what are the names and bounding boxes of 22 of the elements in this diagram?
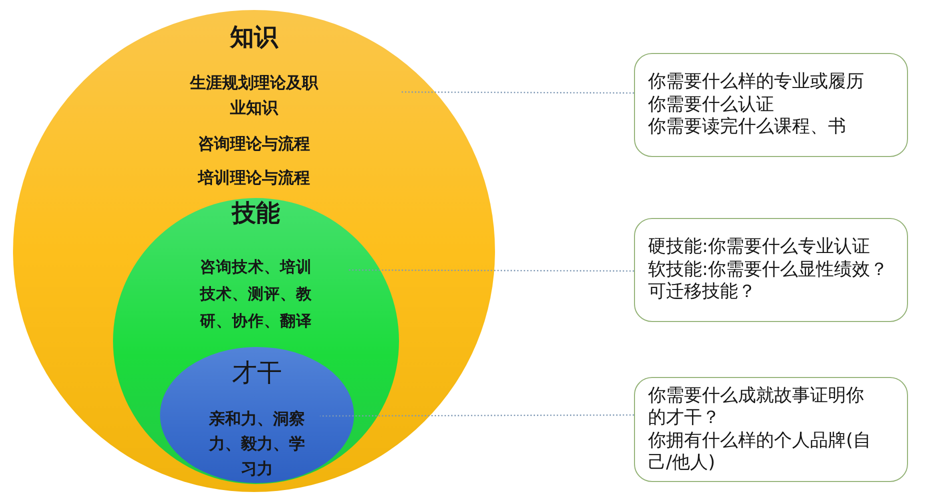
callout-text: 你需要什么样的专业或履历	[648, 71, 865, 94]
leader-line	[347, 269, 634, 272]
callout-text: 硬技能:你需要什么专业认证	[648, 236, 872, 259]
circle-heading: 知识	[228, 22, 280, 52]
leader-line	[400, 91, 634, 94]
leader-line	[320, 414, 634, 417]
callout-box	[634, 218, 908, 322]
circle-text: 生涯规划理论及职业知识	[188, 72, 320, 118]
circle-heading: 技能	[230, 199, 281, 227]
callout-text: 你需要什么认证	[648, 94, 775, 116]
callout-box	[634, 377, 908, 482]
callout-text: 可迁移技能？	[648, 281, 757, 304]
callout-text: 你需要读完什么课程、书	[648, 116, 847, 139]
circle-text: 咨询理论与流程	[197, 132, 311, 154]
circle-text: 亲和力、洞察力、毅力、学习力	[208, 408, 306, 480]
callout-text: 你拥有什么样的个人品牌(自己/他人)	[648, 430, 872, 474]
circle-text: 培训理论与流程	[196, 166, 311, 188]
callout-text: 软技能:你需要什么显性绩效？	[648, 258, 890, 282]
circle-heading: 才干	[231, 358, 283, 388]
circle-text: 咨询技术、培训技术、测评、教研、协作、翻译	[200, 257, 312, 332]
callout-text: 你需要什么成就故事证明你的才干？	[648, 384, 865, 430]
callout-box	[634, 53, 908, 157]
